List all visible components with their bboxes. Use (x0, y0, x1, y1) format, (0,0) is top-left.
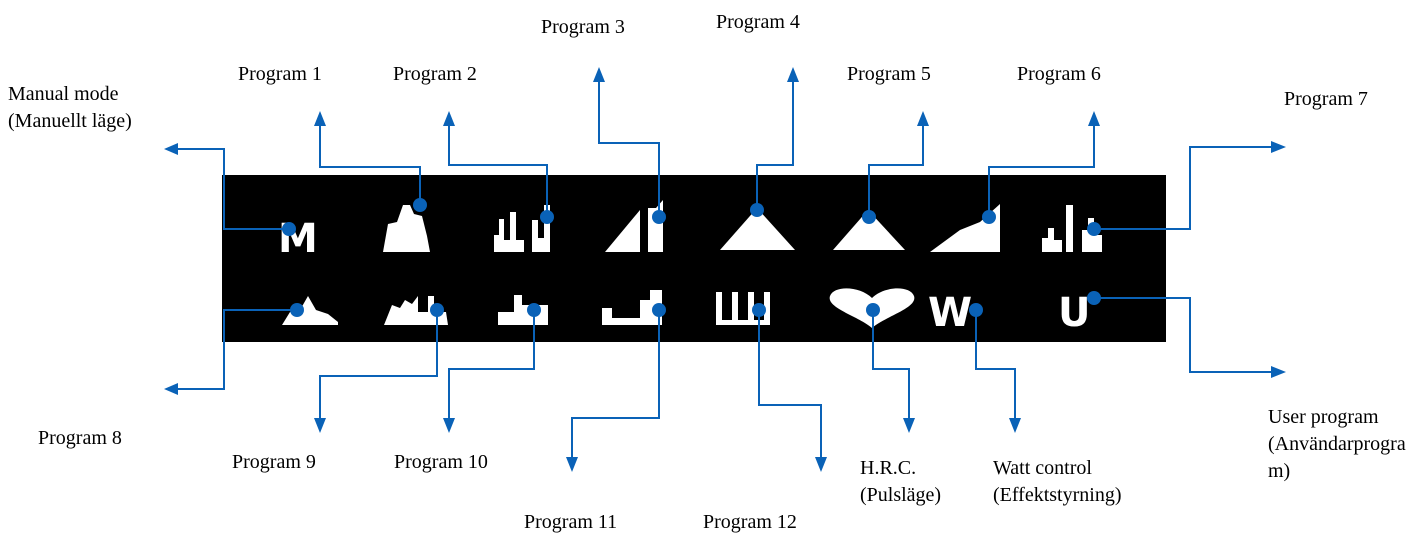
label-program-12: Program 12 (703, 511, 797, 533)
label-program-9: Program 9 (232, 451, 316, 473)
program-3-icon (605, 200, 663, 252)
connector-user-program (1087, 291, 1286, 378)
program-2-icon (494, 205, 550, 252)
connector-program-2 (443, 111, 554, 224)
label-watt-control: Watt control (Effektstyrning) (993, 457, 1122, 506)
connector-watt-control (969, 303, 1021, 433)
manual-mode-icon: M (278, 216, 318, 262)
label-program-3: Program 3 (541, 16, 625, 38)
connector-program-1 (314, 111, 427, 212)
label-program-6: Program 6 (1017, 63, 1101, 85)
program-10-icon (498, 295, 548, 325)
label-program-5: Program 5 (847, 63, 931, 85)
label-program-4: Program 4 (716, 11, 800, 33)
display-panel (222, 175, 1166, 342)
connector-program-11 (566, 303, 666, 472)
label-program-8: Program 8 (38, 427, 122, 449)
connector-program-8 (164, 303, 304, 395)
program-1-icon (383, 205, 430, 252)
connector-program-12 (752, 303, 827, 472)
connector-manual (164, 143, 296, 236)
program-12-icon (716, 292, 770, 325)
label-program-7: Program 7 (1284, 88, 1368, 110)
label-program-1: Program 1 (238, 63, 322, 85)
connector-program-6 (982, 111, 1100, 224)
program-7-icon (1042, 205, 1102, 252)
program-9-icon (384, 296, 448, 325)
program-11-icon (602, 290, 662, 325)
label-hrc: H.R.C. (Pulsläge) (860, 457, 941, 506)
connector-program-9 (314, 303, 444, 433)
connector-program-10 (443, 303, 541, 433)
program-4-icon (720, 208, 795, 250)
user-program-icon: U (1058, 290, 1090, 336)
label-program-11: Program 11 (524, 511, 617, 533)
label-manual-mode: Manual mode (Manuellt läge) (8, 83, 132, 132)
label-program-10: Program 10 (394, 451, 488, 473)
connector-program-5 (862, 111, 929, 224)
connector-hrc (866, 303, 915, 433)
program-6-icon (930, 204, 1000, 252)
label-program-2: Program 2 (393, 63, 477, 85)
program-8-icon (282, 296, 338, 325)
connector-program-3 (593, 67, 666, 224)
watt-control-icon: W (928, 290, 972, 336)
connector-program-4 (750, 67, 799, 217)
label-user-program: User program (Användarprogra m) (1268, 406, 1411, 482)
connector-program-7 (1087, 141, 1286, 236)
program-5-icon (833, 210, 905, 250)
